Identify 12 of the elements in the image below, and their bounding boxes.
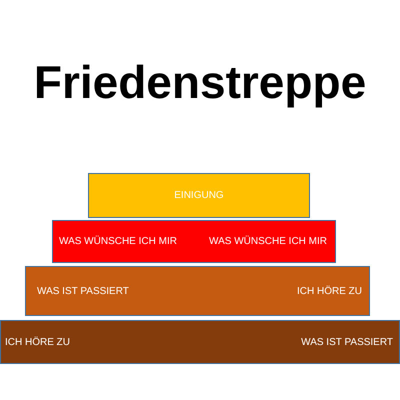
step-bar xyxy=(0,320,400,364)
step-label: EINIGUNG xyxy=(174,190,224,201)
title: Friedenstreppe xyxy=(32,55,368,110)
step-label: WAS IST PASSIERT xyxy=(301,336,393,348)
step-label: WAS WÜNSCHE ICH MIR xyxy=(59,236,177,247)
step-label: WAS WÜNSCHE ICH MIR xyxy=(209,236,327,247)
step-label: ICH HÖRE ZU xyxy=(297,286,362,296)
step-bar xyxy=(25,266,370,316)
step-label: WAS IST PASSIERT xyxy=(37,286,129,296)
step-label: ICH HÖRE ZU xyxy=(5,336,70,348)
step-bar xyxy=(52,220,336,263)
step-bar xyxy=(88,173,310,218)
